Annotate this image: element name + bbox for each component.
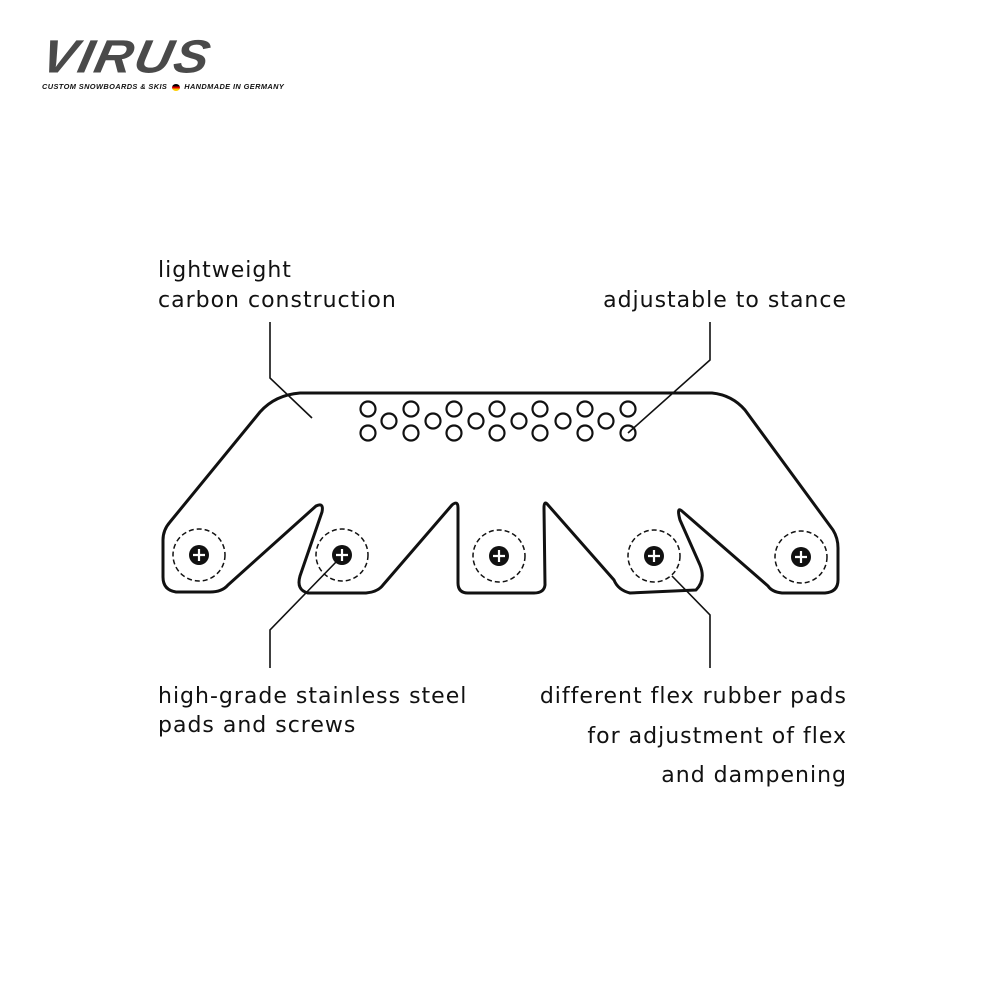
pad-screw-2: [315, 528, 369, 582]
pad-screw-3: [472, 529, 526, 583]
mounting-hole-icon: [531, 424, 549, 442]
mounting-hole-icon: [402, 424, 420, 442]
label-rubber-line2: for adjustment of flex: [587, 724, 847, 749]
mounting-hole-icon: [619, 400, 637, 418]
leader-line-stance: [627, 322, 711, 434]
brand-tagline: CUSTOM SNOWBOARDS & SKIS HANDMADE IN GER…: [42, 82, 284, 91]
pad-screw-4: [627, 529, 681, 583]
mounting-hole-icon: [576, 400, 594, 418]
label-stance: adjustable to stance: [603, 288, 847, 313]
mounting-hole-icon: [424, 412, 442, 430]
mounting-hole-icon: [445, 424, 463, 442]
brand-tagline-left: CUSTOM SNOWBOARDS & SKIS: [42, 82, 168, 91]
mounting-hole-icon: [576, 424, 594, 442]
leader-line-steel: [269, 560, 338, 668]
mounting-hole-icon: [531, 400, 549, 418]
stance-holes: [359, 400, 637, 442]
rubber-pad: [627, 529, 681, 583]
german-flag-icon: [171, 83, 180, 91]
rubber-pad: [472, 529, 526, 583]
label-carbon-line1: lightweight: [158, 258, 292, 283]
mounting-hole-icon: [554, 412, 572, 430]
rubber-pad: [774, 530, 828, 584]
mounting-hole-icon: [445, 400, 463, 418]
label-rubber-line1: different flex rubber pads: [539, 684, 847, 709]
pad-screw-5: [774, 530, 828, 584]
mounting-hole-icon: [380, 412, 398, 430]
leader-line-rubber: [671, 575, 711, 668]
mounting-hole-icon: [467, 412, 485, 430]
mounting-hole-icon: [619, 424, 637, 442]
pad-screw-1: [172, 528, 226, 582]
brand-tagline-right: HANDMADE IN GERMANY: [184, 82, 285, 91]
mounting-hole-icon: [597, 412, 615, 430]
label-steel-line1: high-grade stainless steel: [158, 684, 468, 709]
mounting-hole-icon: [359, 400, 377, 418]
mounting-hole-icon: [510, 412, 528, 430]
label-steel-line2: pads and screws: [158, 713, 357, 738]
brand-logo: VIRUS CUSTOM SNOWBOARDS & SKIS HANDMADE …: [37, 30, 330, 100]
leader-line-carbon: [269, 322, 313, 419]
label-carbon-line2: carbon construction: [158, 288, 397, 313]
mounting-hole-icon: [488, 400, 506, 418]
label-rubber-line3: and dampening: [661, 763, 847, 788]
mounting-hole-icon: [402, 400, 420, 418]
rubber-pad: [315, 528, 369, 582]
rubber-pad: [172, 528, 226, 582]
carbon-plate-outline: [161, 391, 840, 595]
mounting-hole-icon: [488, 424, 506, 442]
mounting-hole-icon: [359, 424, 377, 442]
